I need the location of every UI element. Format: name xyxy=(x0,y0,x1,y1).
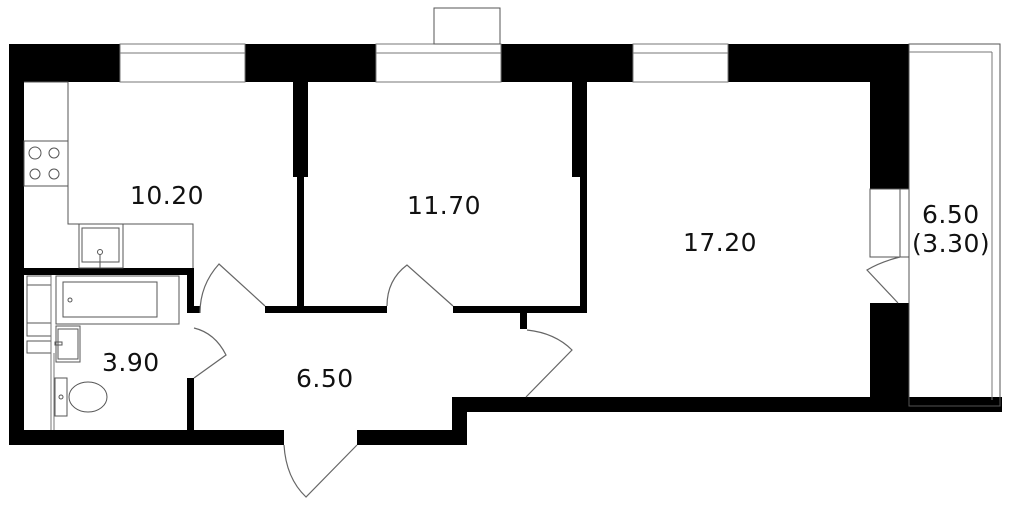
burner-icon xyxy=(28,146,42,160)
window xyxy=(119,43,246,83)
interior-wall xyxy=(297,177,304,313)
interior-wall xyxy=(293,82,308,177)
balcony-window xyxy=(869,188,901,258)
exterior-wall xyxy=(870,303,909,408)
entrance-door-swing xyxy=(283,444,358,498)
interior-wall xyxy=(580,177,587,313)
exterior-wall xyxy=(245,44,376,82)
window xyxy=(632,43,729,83)
interior-wall xyxy=(520,313,527,329)
exterior-wall xyxy=(9,430,284,445)
exterior-wall xyxy=(357,430,467,445)
sink xyxy=(78,223,124,269)
interior-wall xyxy=(453,306,587,313)
room-area-bedroom: 11.70 xyxy=(407,191,482,220)
interior-wall xyxy=(187,306,200,313)
exterior-wall xyxy=(870,44,909,189)
balcony-door-swing xyxy=(866,256,901,304)
stove xyxy=(23,140,69,187)
room-area-loggia: 6.50 xyxy=(922,200,980,229)
bedroom-door-swing xyxy=(386,264,454,307)
exterior-wall xyxy=(9,44,120,82)
room-area-kitchen: 10.20 xyxy=(130,181,205,210)
kitchen-counter xyxy=(24,81,194,268)
exterior-wall xyxy=(9,44,24,444)
toilet xyxy=(54,377,68,417)
room-area-bathroom: 3.90 xyxy=(102,348,160,377)
bathroom-sink xyxy=(55,325,81,363)
interior-wall xyxy=(572,82,587,177)
bathtub xyxy=(55,275,180,325)
interior-wall xyxy=(187,268,194,306)
room-area-hallway: 6.50 xyxy=(296,364,354,393)
room-area-living-room: 17.20 xyxy=(683,228,758,257)
living-door-swing xyxy=(525,329,573,398)
interior-wall xyxy=(24,268,194,275)
exterior-wall xyxy=(501,44,633,82)
ventilation-shaft xyxy=(433,7,501,45)
bathroom-door-swing xyxy=(193,327,227,379)
interior-wall xyxy=(265,306,387,313)
exterior-wall xyxy=(452,397,1002,412)
kitchen-door-swing xyxy=(199,263,266,314)
interior-wall xyxy=(187,378,194,438)
room-area-loggia-reduced: (3.30) xyxy=(912,229,991,258)
window xyxy=(375,43,502,83)
